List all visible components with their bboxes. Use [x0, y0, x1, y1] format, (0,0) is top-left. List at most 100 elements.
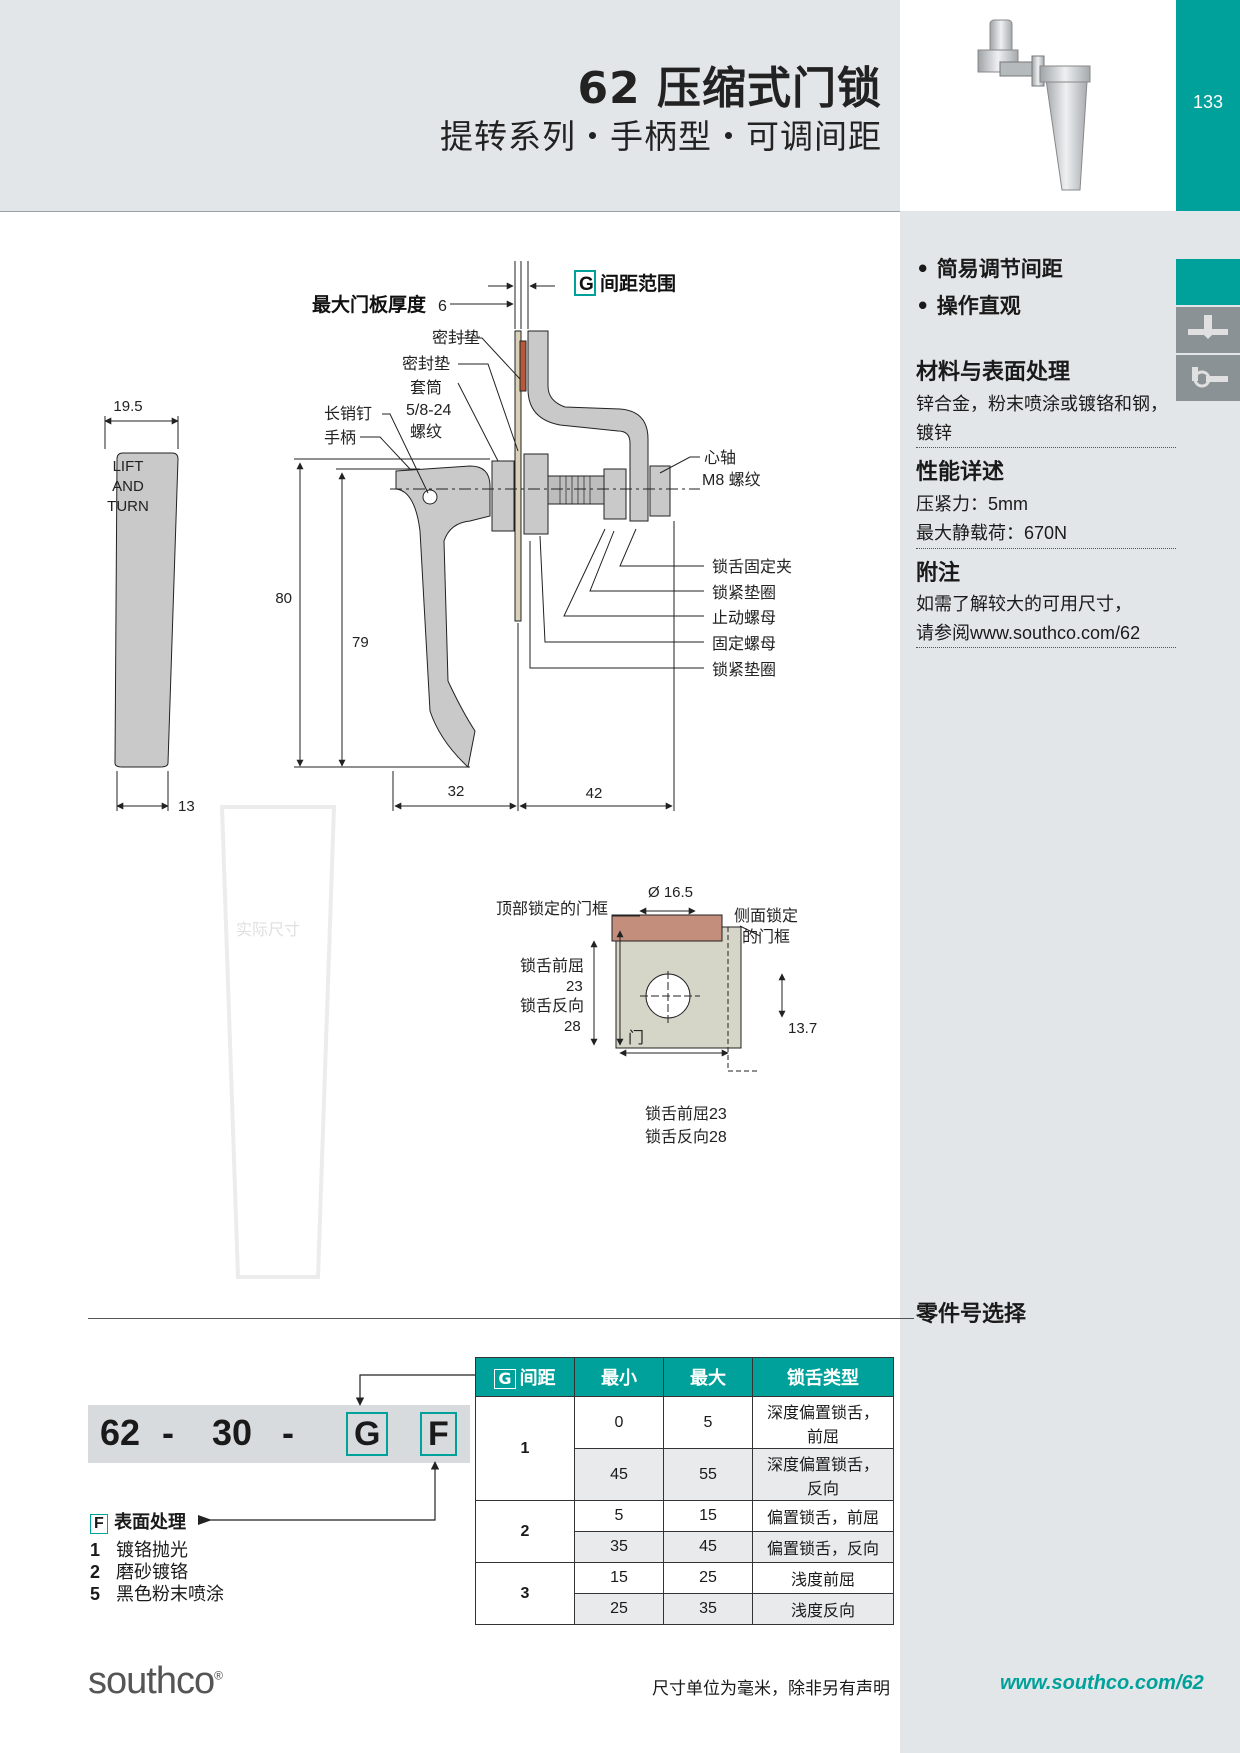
- top-frame-label: 顶部锁定的门框: [496, 900, 608, 918]
- door-panel: [514, 330, 522, 622]
- table-row: 1 0 5 深度偏置锁舌，前屈: [475, 1396, 894, 1501]
- top-frame: [611, 914, 723, 942]
- max-panel-value: 6: [438, 298, 447, 315]
- side-tab-active[interactable]: [1176, 259, 1240, 305]
- col-max: 最大: [663, 1357, 753, 1397]
- stop-nut-label: 止动螺母: [712, 609, 776, 627]
- side-frame-label-1: 侧面锁定: [734, 907, 798, 925]
- flush-mount-icon: [1188, 315, 1228, 339]
- g-badge: [574, 270, 596, 296]
- stop-nut: [603, 468, 627, 520]
- side-tab-flush-icon[interactable]: [1176, 307, 1240, 353]
- cam-front-value: 23: [566, 978, 583, 995]
- fix-nut: [523, 453, 549, 535]
- finish-title: F 表面处理: [90, 1508, 186, 1534]
- materials-line-1: 锌合金，粉末喷涂或镀铬和钢，: [916, 394, 1168, 414]
- product-photo: [900, 0, 1176, 211]
- right-info-column: [900, 211, 1240, 1753]
- fix-nut-label: 固定螺母: [712, 635, 776, 653]
- bottom-label-2: 锁舌反向28: [645, 1128, 727, 1146]
- actual-size-outline: [219, 805, 337, 1279]
- table-row: 35 45 偏置锁舌，反向: [476, 1531, 894, 1563]
- col-type: 锁舌类型: [752, 1357, 894, 1397]
- pn-dash: -: [282, 1412, 294, 1453]
- table-row: 45 55 深度偏置锁舌，反向: [476, 1448, 894, 1501]
- table-row: 2 5 15 偏置锁舌，前屈: [475, 1500, 894, 1563]
- seal-label-2: 密封垫: [402, 355, 450, 373]
- footer-note: 尺寸单位为毫米，除非另有声明: [652, 1679, 890, 1699]
- handle-side-view: [395, 465, 491, 768]
- part-number-band: [88, 1405, 470, 1463]
- sleeve-thread-label: 螺纹: [410, 423, 442, 441]
- part-number-arrows: [198, 1374, 475, 1525]
- cam-front-label: 锁舌前屈: [520, 957, 584, 975]
- footer-url-link[interactable]: www.southco.com/62: [1000, 1672, 1204, 1694]
- col-min: 最小: [574, 1357, 664, 1397]
- feature-2: • 操作直观: [916, 294, 1021, 318]
- cam-rev-value: 28: [564, 1018, 581, 1035]
- sleeve-thread-size: 5/8-24: [406, 402, 451, 419]
- side-tab-latch-icon[interactable]: [1176, 355, 1240, 401]
- g-label: G: [579, 274, 594, 295]
- seal-label-1: 密封垫: [432, 329, 480, 347]
- pn-segment-30: 30: [212, 1412, 253, 1453]
- dim-79: 79: [352, 634, 369, 651]
- front-text-turn: TURN: [107, 498, 149, 515]
- latch-photo-icon: [977, 19, 1091, 191]
- shaft-label: 心轴: [704, 449, 736, 467]
- seal-gasket: [519, 340, 527, 392]
- long-pin: [422, 489, 438, 505]
- door-label: 门: [628, 1029, 644, 1047]
- dim-42: 42: [586, 785, 603, 802]
- page-title: 62 压缩式门锁: [577, 63, 882, 114]
- dim-13-7: 13.7: [788, 1020, 817, 1037]
- washer-label-1: 锁紧垫圈: [712, 584, 776, 602]
- materials-line-2: 镀锌: [916, 423, 952, 443]
- divider: [916, 647, 1176, 648]
- page-number: 133: [1192, 92, 1224, 112]
- front-text-and: AND: [112, 478, 144, 495]
- dim-dia: Ø 16.5: [648, 884, 693, 901]
- shaft: [547, 475, 611, 505]
- table-row: 3 15 25 浅度前屈: [475, 1562, 894, 1625]
- page-subtitle: 提转系列・手柄型・可调间距: [440, 117, 882, 156]
- cam-arm: [527, 330, 649, 522]
- finish-f-badge: F: [90, 1514, 108, 1534]
- handle-front-view: [114, 452, 179, 768]
- dim-32: 32: [448, 783, 465, 800]
- gap-range-label: 间距范围: [600, 272, 676, 295]
- compression-value: 压紧力：5mm: [916, 494, 1028, 514]
- actual-size-label: 实际尺寸: [236, 921, 300, 939]
- divider: [916, 447, 1176, 448]
- feature-1: • 简易调节间距: [916, 257, 1063, 281]
- side-frame-label-2: 的门框: [742, 928, 790, 946]
- header-band: [0, 0, 900, 212]
- dim-80: 80: [275, 590, 292, 607]
- sleeve-label: 套筒: [410, 379, 442, 397]
- southco-logo: southco®: [88, 1660, 223, 1702]
- max-panel-label: 最大门板厚度: [312, 293, 427, 316]
- clip-label: 锁舌固定夹: [712, 558, 792, 576]
- pn-f-box[interactable]: F: [420, 1412, 457, 1456]
- performance-title: 性能详述: [916, 460, 1005, 485]
- front-text-lift: LIFT: [113, 458, 144, 475]
- pn-segment-62: 62: [100, 1412, 141, 1453]
- bottom-label-1: 锁舌前屈23: [645, 1105, 727, 1123]
- pin-label: 长销钉: [324, 405, 372, 423]
- section-rule: [88, 1318, 914, 1319]
- shaft-thread-label: M8 螺纹: [702, 471, 761, 489]
- header-color-tab: [1176, 0, 1240, 211]
- max-load-value: 最大静载荷：670N: [916, 523, 1068, 543]
- washer-label-2: 锁紧垫圈: [712, 661, 776, 679]
- part-number-title: 零件号选择: [916, 1302, 1027, 1327]
- notes-line-2: 请参阅www.southco.com/62: [916, 623, 1141, 643]
- cam-rev-label: 锁舌反向: [520, 997, 584, 1015]
- pn-g-box[interactable]: G: [346, 1412, 389, 1456]
- table-row: 25 35 浅度反向: [476, 1593, 894, 1625]
- latch-handle-icon: [1192, 367, 1228, 388]
